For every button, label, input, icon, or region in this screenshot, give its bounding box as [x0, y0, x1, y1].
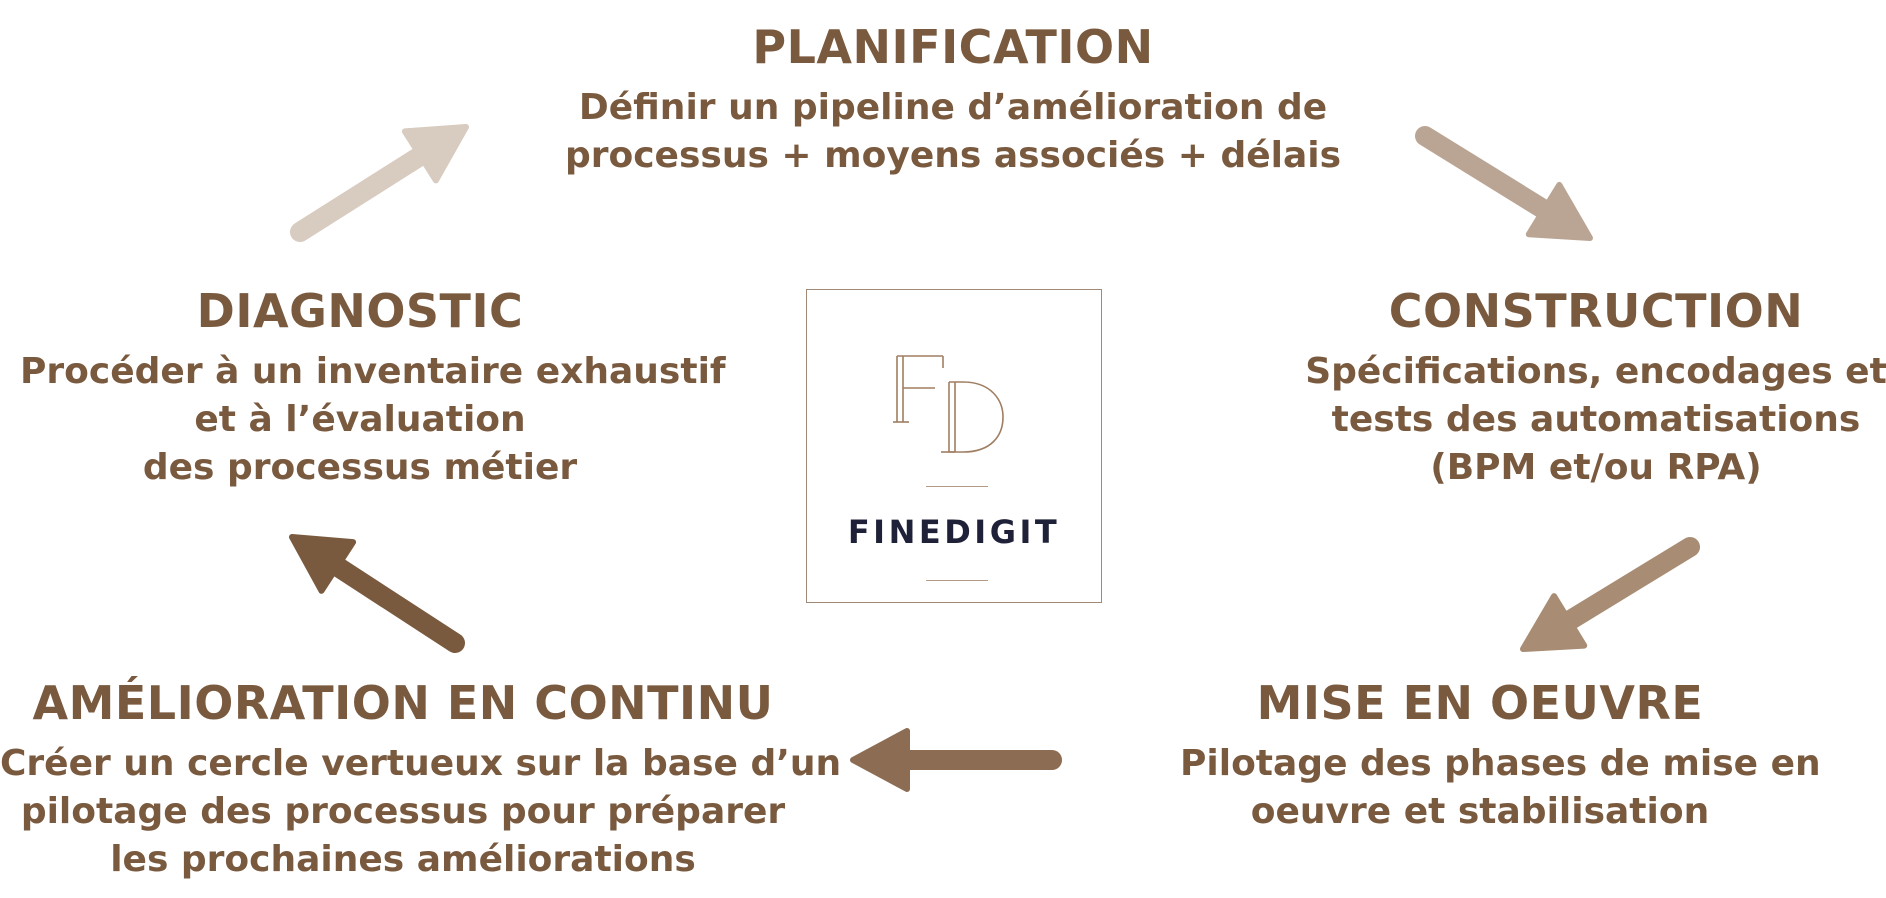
stage-construction: CONSTRUCTION Spécifications, encodages e… [1296, 288, 1886, 492]
arrow-shaft [1415, 126, 1558, 222]
stage-description-line: Créer un cercle vertueux sur la base d’u… [0, 743, 842, 784]
stage-title: CONSTRUCTION [1388, 284, 1804, 338]
finedigit-logo: FD FINEDIGIT [806, 289, 1102, 603]
stage-description-line: Procéder à un inventaire exhaustif [20, 351, 726, 392]
arrow-shaft [1555, 537, 1700, 633]
stage-description-line: et à l’évaluation [194, 399, 526, 440]
stage-description-line: des processus métier [142, 447, 578, 488]
logo-name: FINEDIGIT [847, 513, 1061, 551]
stage-description-line: Définir un pipeline d’amélioration de [578, 87, 1328, 128]
stage-description-line: pilotage des processus pour préparer [20, 791, 786, 832]
stage-title: PLANIFICATION [752, 20, 1154, 74]
arrow-planification-to-construction [1415, 126, 1593, 241]
arrow-construction-to-mise [1520, 537, 1700, 652]
stage-amelioration-en-continu: AMÉLIORATION EN CONTINU Créer un cercle … [0, 676, 842, 884]
arrow-head [850, 728, 910, 792]
arrow-mise-to-amelioration [850, 728, 1062, 792]
arrow-head [1525, 181, 1593, 241]
arrow-shaft [290, 143, 434, 242]
stage-description-line: tests des automatisations [1331, 399, 1861, 440]
arrow-head [289, 534, 357, 594]
stage-description-line: (BPM et/ou RPA) [1430, 447, 1762, 488]
stage-planification: PLANIFICATION Définir un pipeline d’amél… [553, 24, 1353, 180]
stage-description: Procéder à un inventaire exhaustif et à … [20, 348, 726, 492]
stage-description-line: Spécifications, encodages et [1305, 351, 1886, 392]
fd-monogram-icon: FD [893, 355, 1004, 453]
stage-mise-en-oeuvre: MISE EN OEUVRE Pilotage des phases de mi… [1180, 676, 1821, 836]
stage-description-line: oeuvre et stabilisation [1250, 791, 1710, 832]
logo-divider [926, 486, 988, 487]
logo-divider [926, 580, 988, 581]
arrow-shaft [323, 554, 465, 653]
stage-description-line: Pilotage des phases de mise en [1180, 743, 1821, 784]
stage-description: Créer un cercle vertueux sur la base d’u… [0, 740, 842, 884]
stage-description-line: les prochaines améliorations [110, 839, 696, 880]
arrow-head [401, 124, 469, 184]
arrow-amelioration-to-diagnostic [289, 534, 465, 653]
stage-description: Définir un pipeline d’amélioration de pr… [553, 84, 1353, 180]
arrow-diagnostic-to-planification [290, 124, 469, 242]
stage-description-line: processus + moyens associés + délais [564, 135, 1342, 176]
stage-description: Spécifications, encodages et tests des a… [1296, 348, 1886, 492]
arrow-head [1520, 593, 1588, 652]
stage-title: MISE EN OEUVRE [1256, 676, 1704, 730]
stage-description: Pilotage des phases de mise en oeuvre et… [1180, 740, 1821, 836]
stage-title: DIAGNOSTIC [196, 284, 524, 338]
stage-title: AMÉLIORATION EN CONTINU [32, 676, 774, 730]
stage-diagnostic: DIAGNOSTIC Procéder à un inventaire exha… [20, 284, 726, 492]
